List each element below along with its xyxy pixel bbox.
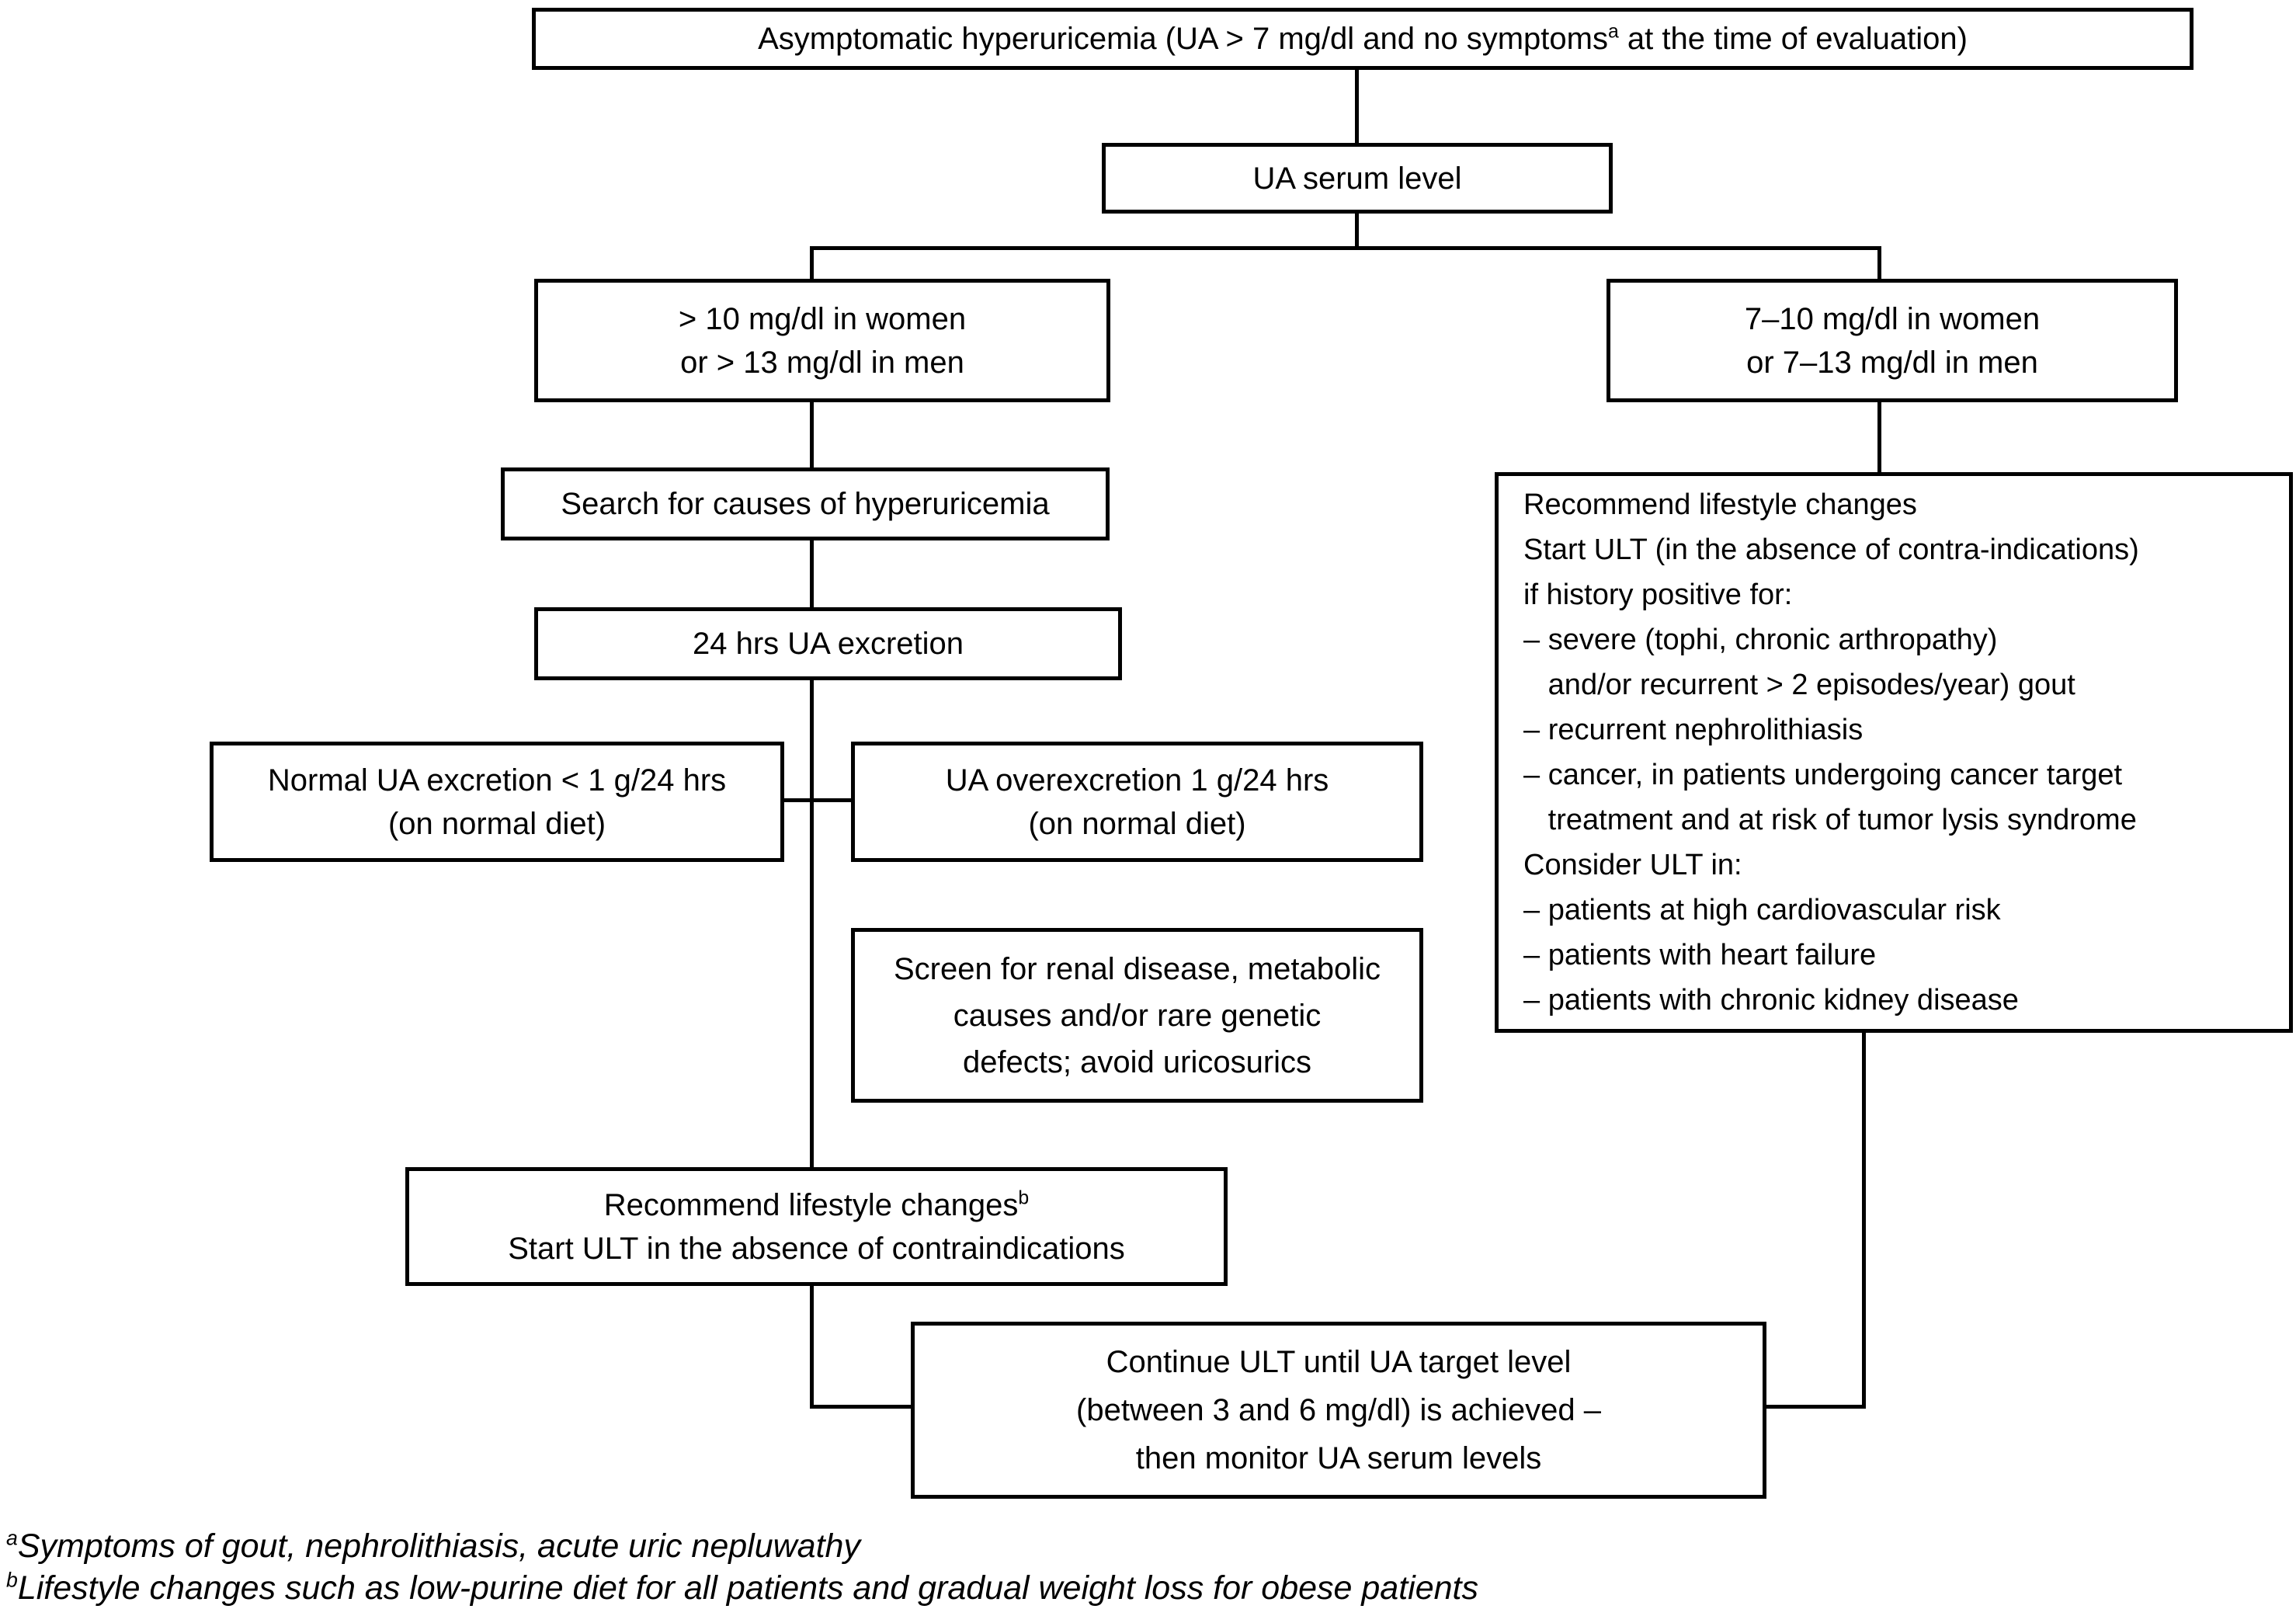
ult-rec-line-1: Recommend lifestyle changes	[1523, 488, 1917, 521]
24h-excretion-text: 24 hrs UA excretion	[692, 627, 964, 661]
footnote-b: bLifestyle changes such as low-purine di…	[6, 1568, 1478, 1607]
high-ua-line2: or > 13 mg/dl in men	[680, 345, 964, 380]
footnotes: aSymptoms of gout, nephrolithiasis, acut…	[6, 1525, 1947, 1609]
node-ua-serum-text: UA serum level	[1252, 161, 1462, 196]
footnote-b-marker: b	[6, 1568, 18, 1592]
moderate-ua-line2: or 7–13 mg/dl in men	[1746, 345, 2038, 380]
continue-ult-line2: (between 3 and 6 mg/dl) is achieved –	[1076, 1393, 1601, 1427]
normal-excretion-line1: Normal UA excretion < 1 g/24 hrs	[267, 763, 727, 798]
connector-recs-down	[1862, 1031, 1866, 1409]
ult-rec-line-4: – severe (tophi, chronic arthropathy)	[1523, 624, 1998, 656]
footnote-a-marker: a	[6, 1526, 18, 1550]
moderate-ua-line1: 7–10 mg/dl in women	[1744, 301, 2041, 336]
ult-rec-line-7: – cancer, in patients undergoing cancer …	[1523, 759, 2123, 791]
search-causes-text: Search for causes of hyperuricemia	[561, 487, 1050, 521]
footnote-a: aSymptoms of gout, nephrolithiasis, acut…	[6, 1526, 860, 1565]
node-overexcretion: UA overexcretion 1 g/24 hrs (on normal d…	[851, 742, 1423, 862]
node-ult-recommendations: Recommend lifestyle changes Start ULT (i…	[1495, 472, 2293, 1033]
ult-rec-line-2: Start ULT (in the absence of contra-indi…	[1523, 533, 2139, 566]
node-24h-ua-excretion: 24 hrs UA excretion	[534, 607, 1122, 680]
connector-excretion-branches	[783, 798, 853, 802]
screen-line1: Screen for renal disease, metabolic	[894, 951, 1381, 986]
node-normal-excretion: Normal UA excretion < 1 g/24 hrs (on nor…	[210, 742, 784, 862]
connector-leftbranch-to-search	[810, 401, 814, 469]
continue-ult-line1: Continue ULT until UA target level	[1106, 1345, 1572, 1379]
ult-rec-line-5: and/or recurrent > 2 episodes/year) gout	[1523, 669, 2075, 701]
node-moderate-ua-branch: 7–10 mg/dl in women or 7–13 mg/dl in men	[1607, 279, 2178, 402]
connector-split-left-stub	[810, 246, 814, 280]
connector-lifestyle-down	[810, 1284, 814, 1409]
overexcretion-line1: UA overexcretion 1 g/24 hrs	[945, 763, 1329, 798]
lifestyle-ult-line2: Start ULT in the absence of contraindica…	[508, 1231, 1125, 1266]
lifestyle-ult-line1: Recommend lifestyle changesb	[603, 1187, 1030, 1222]
connector-rightbranch-to-recs	[1877, 401, 1881, 474]
ult-rec-line-12: – patients with chronic kidney disease	[1523, 984, 2019, 1016]
connector-right-to-continue	[1765, 1405, 1866, 1409]
connector-serum-to-split	[1355, 212, 1359, 249]
connector-split-right-stub	[1877, 246, 1881, 280]
ult-rec-line-3: if history positive for:	[1523, 579, 1793, 611]
ult-rec-line-10: – patients at high cardiovascular risk	[1523, 894, 2001, 926]
node-search-causes: Search for causes of hyperuricemia	[501, 467, 1110, 540]
connector-search-to-24h	[810, 539, 814, 609]
screen-line3: defects; avoid uricosurics	[962, 1044, 1312, 1079]
ult-rec-line-11: – patients with heart failure	[1523, 939, 1877, 971]
connector-title-to-serum	[1355, 68, 1359, 144]
connector-24h-to-lifestyle	[810, 679, 814, 1169]
overexcretion-line2: (on normal diet)	[1028, 806, 1246, 841]
superscript-b: b	[1018, 1187, 1030, 1209]
ult-rec-line-8: treatment and at risk of tumor lysis syn…	[1523, 804, 2137, 836]
normal-excretion-line2: (on normal diet)	[387, 806, 606, 841]
node-title-text: Asymptomatic hyperuricemia (UA > 7 mg/dl…	[758, 21, 1968, 56]
ult-rec-line-9: Consider ULT in:	[1523, 849, 1742, 881]
node-high-ua-branch: > 10 mg/dl in women or > 13 mg/dl in men	[534, 279, 1110, 402]
continue-ult-line3: then monitor UA serum levels	[1135, 1441, 1542, 1475]
node-ua-serum-level: UA serum level	[1102, 143, 1613, 214]
connector-split-horizontal	[810, 246, 1881, 250]
node-asymptomatic-hyperuricemia: Asymptomatic hyperuricemia (UA > 7 mg/dl…	[532, 8, 2194, 70]
screen-line2: causes and/or rare genetic	[953, 998, 1322, 1033]
superscript-a: a	[1607, 21, 1619, 43]
high-ua-line1: > 10 mg/dl in women	[678, 301, 967, 336]
node-continue-ult: Continue ULT until UA target level (betw…	[911, 1322, 1766, 1499]
node-screen-renal-disease: Screen for renal disease, metabolic caus…	[851, 928, 1423, 1103]
ult-rec-line-6: – recurrent nephrolithiasis	[1523, 714, 1864, 746]
node-lifestyle-start-ult: Recommend lifestyle changesb Start ULT i…	[405, 1167, 1228, 1286]
connector-left-to-continue	[810, 1405, 912, 1409]
